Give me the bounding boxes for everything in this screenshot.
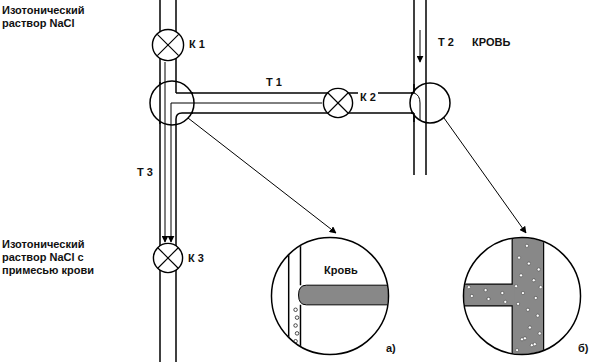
zoom-circle: б) (462, 236, 582, 356)
flow-arrow (171, 103, 322, 242)
valve-label: К 1 (189, 38, 205, 51)
fluid-label: Кровь (324, 264, 358, 277)
valve-shape (322, 87, 354, 119)
fluid-label: КРОВЬ (472, 36, 510, 49)
flow-arrow (165, 62, 166, 242)
valve-shape (151, 28, 185, 62)
valve-symbol: К 3 (152, 242, 184, 274)
zoom-circle: Кровьа) (270, 236, 390, 356)
valve-label: К 3 (188, 252, 204, 265)
valve-label: К 2 (358, 91, 378, 104)
tube-label: Т 2 (438, 36, 454, 49)
zoom-shape (462, 236, 582, 356)
valve-symbol: К 1 (151, 28, 185, 62)
fluid-label: Изотонический раствор NaCl с примесью кр… (2, 238, 102, 278)
fluid-label: Изотонический раствор NaCl (2, 4, 120, 30)
zoom-label: а) (386, 342, 396, 355)
valve-symbol: К 2 (322, 87, 354, 119)
tube-label: Т 3 (137, 166, 153, 179)
zoom-shape (270, 236, 390, 356)
tube-label: Т 1 (266, 76, 282, 89)
valve-shape (152, 242, 184, 274)
zoom-label: б) (578, 342, 588, 355)
